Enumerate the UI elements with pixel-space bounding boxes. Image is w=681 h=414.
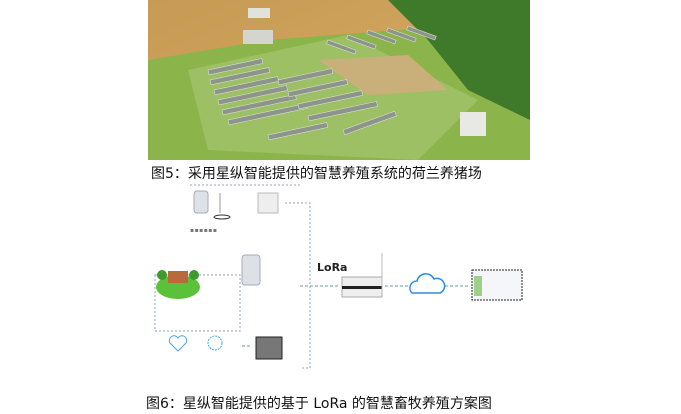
lora-gateway-icon [341, 253, 383, 298]
platform-laptop-icon [471, 269, 523, 301]
farm-icon [156, 270, 200, 299]
placeholder-label: ▪▪▪▪▪▪ [190, 227, 218, 234]
heart-icon [168, 335, 188, 352]
cloud-icon [409, 273, 446, 294]
link-line [285, 202, 311, 369]
figure5-caption: 图5：采用星纵智能提供的智慧养殖系统的荷兰养猪场 [151, 166, 482, 182]
lora-logo: LoRa [317, 261, 347, 274]
lora-solution-diagram: LoRa [154, 184, 523, 369]
environment-sensor-icon [241, 254, 261, 286]
controller-icon [255, 336, 283, 360]
gear-icon [207, 335, 223, 351]
sensor-device-icon [193, 190, 209, 214]
wearable-group-border [154, 274, 241, 332]
pig-farm-aerial-photo [148, 0, 530, 160]
figure6-caption: 图6：星纵智能提供的基于 LoRa 的智慧畜牧养殖方案图 [146, 396, 492, 412]
probe-sensor-icon [213, 193, 231, 220]
gateway-box-icon [257, 192, 279, 214]
